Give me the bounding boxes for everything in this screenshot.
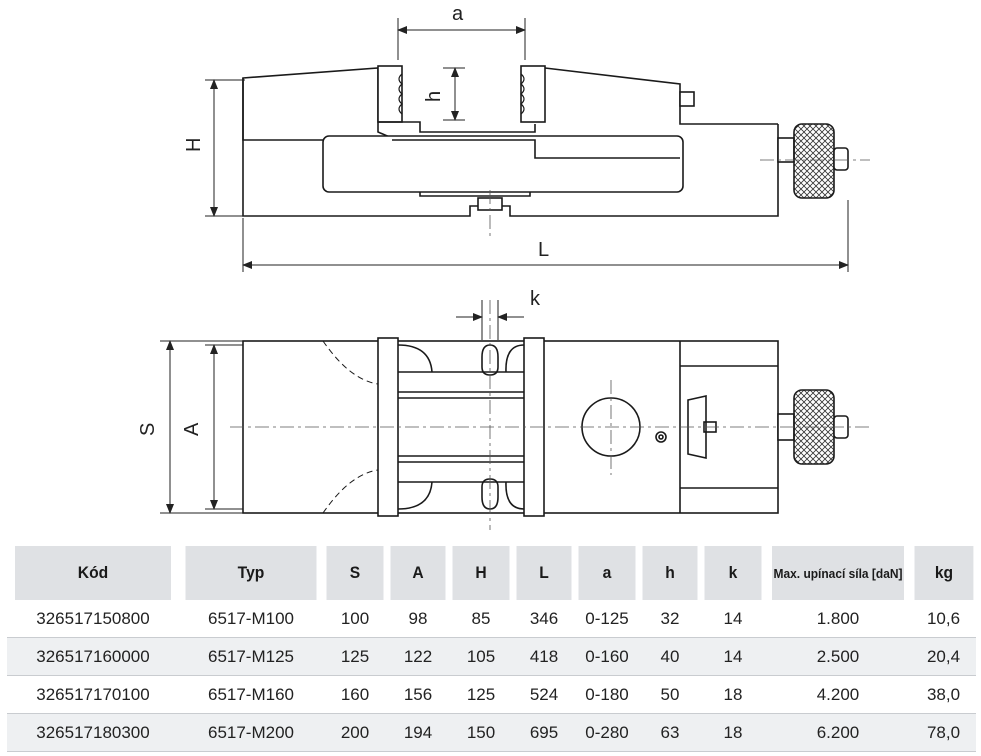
table-cell: 194	[387, 713, 449, 752]
dim-label-h: h	[423, 91, 445, 102]
table-cell: 32	[639, 600, 701, 638]
table-cell: 100	[323, 600, 387, 638]
header-clamping-force: Max. upínací síla [daN]	[769, 546, 906, 600]
table-cell: 38,0	[911, 675, 976, 714]
table-cell: 78,0	[911, 713, 976, 752]
table-cell: 326517180300	[7, 713, 179, 752]
table-cell: 150	[449, 713, 513, 752]
table-cell: 20,4	[911, 637, 976, 676]
table-cell: 6.200	[765, 713, 911, 752]
table-cell: 6517-M125	[179, 637, 323, 676]
dim-label-H: H	[183, 138, 205, 152]
table-cell: 156	[387, 675, 449, 714]
table-cell: 0-160	[575, 637, 639, 676]
table-row: 326517180300 6517-M200 200 194 150 695 0…	[7, 713, 976, 752]
table-cell: 63	[639, 713, 701, 752]
table-cell: 98	[387, 600, 449, 638]
table-cell: 4.200	[765, 675, 911, 714]
header-l: L	[514, 546, 573, 600]
side-view	[242, 65, 849, 217]
table-cell: 326517160000	[7, 637, 179, 676]
table-cell: 200	[323, 713, 387, 752]
header-k: k	[702, 546, 763, 600]
table-row: 326517160000 6517-M125 125 122 105 418 0…	[7, 637, 976, 676]
dim-label-a: a	[452, 3, 464, 25]
table-cell: 6517-M160	[179, 675, 323, 714]
top-view-dimensions	[160, 300, 524, 514]
side-view-dimensions	[205, 18, 849, 272]
table-cell: 0-125	[575, 600, 639, 638]
table-cell: 326517170100	[7, 675, 179, 714]
table-cell: 6517-M100	[179, 600, 323, 638]
table-cell: 695	[513, 713, 575, 752]
table-cell: 105	[449, 637, 513, 676]
table-cell: 18	[701, 675, 765, 714]
table-cell: 326517150800	[7, 600, 179, 638]
table-cell: 160	[323, 675, 387, 714]
header-kod: Kód	[12, 546, 173, 600]
dim-label-L: L	[538, 239, 549, 261]
table-cell: 6517-M200	[179, 713, 323, 752]
header-h-height: H	[450, 546, 511, 600]
dim-label-k: k	[530, 288, 541, 310]
table-cell: 125	[323, 637, 387, 676]
table-header-row: Kód Typ S A H L a h k Max. upínací síla …	[7, 546, 976, 600]
table-cell: 0-180	[575, 675, 639, 714]
header-h-jaw: h	[640, 546, 699, 600]
table-cell: 10,6	[911, 600, 976, 638]
table-cell: 2.500	[765, 637, 911, 676]
table-cell: 50	[639, 675, 701, 714]
table-cell: 125	[449, 675, 513, 714]
header-kg: kg	[912, 546, 974, 600]
table-cell: 14	[701, 637, 765, 676]
header-a-opening: a	[576, 546, 637, 600]
table-cell: 122	[387, 637, 449, 676]
header-a-width: A	[388, 546, 447, 600]
table-row: 326517170100 6517-M160 160 156 125 524 0…	[7, 675, 976, 714]
dim-label-A: A	[181, 422, 203, 436]
table-cell: 14	[701, 600, 765, 638]
top-view-centerlines	[230, 300, 870, 530]
table-cell: 418	[513, 637, 575, 676]
table-cell: 1.800	[765, 600, 911, 638]
table-cell: 524	[513, 675, 575, 714]
spec-table: Kód Typ S A H L a h k Max. upínací síla …	[6, 546, 976, 752]
header-s: S	[324, 546, 385, 600]
table-row: 326517150800 6517-M100 100 98 85 346 0-1…	[7, 600, 976, 638]
table-cell: 18	[701, 713, 765, 752]
table-cell: 0-280	[575, 713, 639, 752]
header-typ: Typ	[183, 546, 318, 600]
table-cell: 346	[513, 600, 575, 638]
vise-technical-drawing: a h H L	[137, 3, 870, 530]
side-view-centerlines	[489, 159, 870, 238]
table-cell: 40	[639, 637, 701, 676]
dim-label-S: S	[137, 423, 159, 436]
table-cell: 85	[449, 600, 513, 638]
